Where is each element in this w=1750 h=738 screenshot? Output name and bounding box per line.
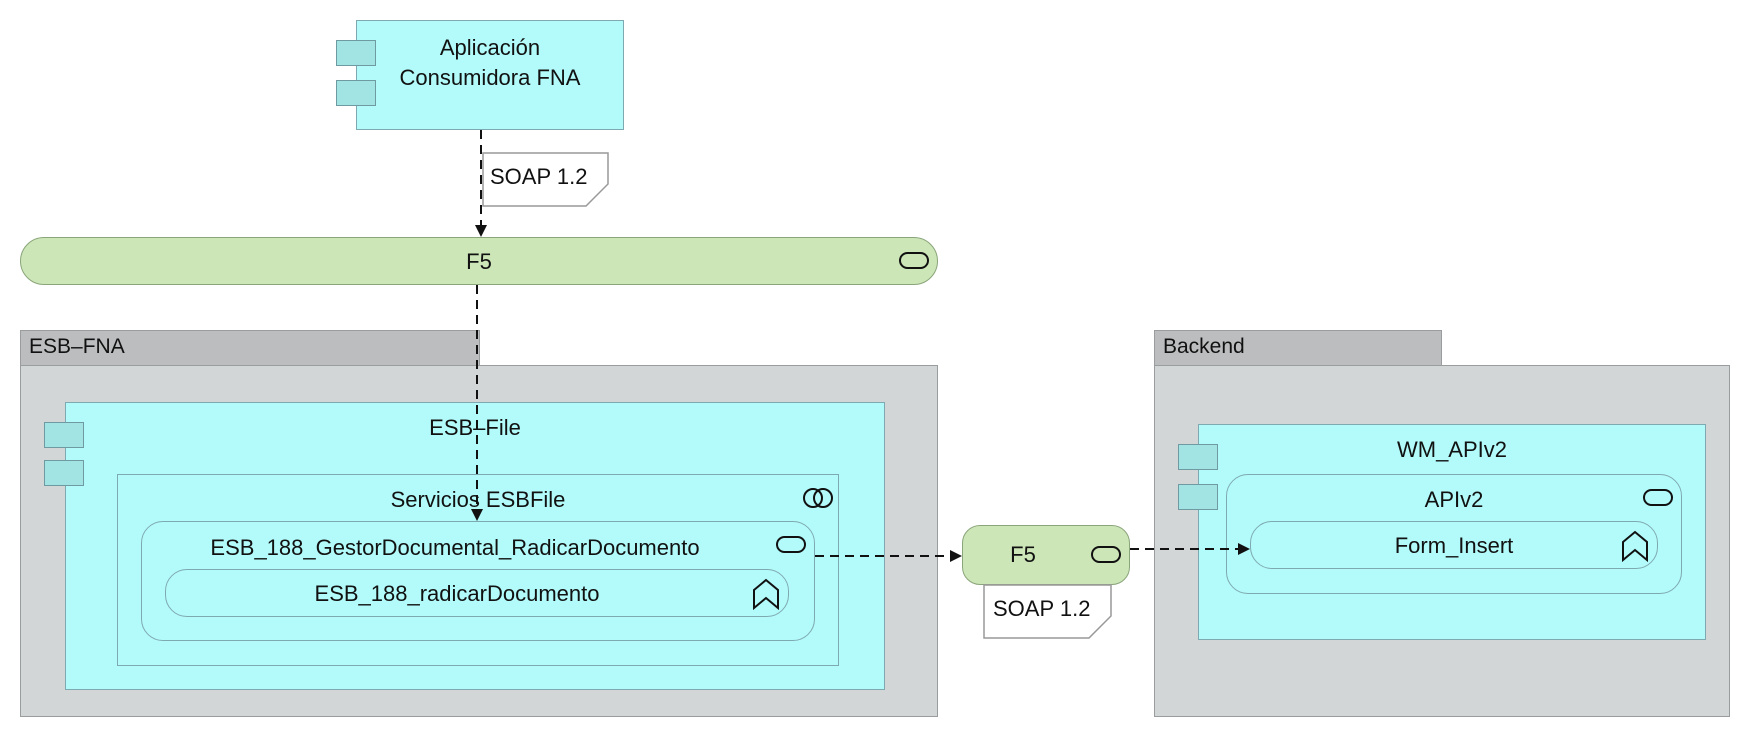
note-shape-bottom [983,584,1112,639]
esb-fna-group-label: ESB–FNA [29,335,125,358]
wm-apiv2-label: WM_APIv2 [1396,437,1508,462]
esb-188-interface-label: ESB_188_GestorDocumental_RadicarDocument… [210,535,700,560]
soap-note-bottom-label: SOAP 1.2 [993,596,1091,621]
interface-icon [1643,489,1673,506]
backend-group-label: Backend [1163,335,1245,358]
collaboration-icon-svg [803,488,833,508]
app-consumidora-component[interactable]: Aplicación Consumidora FNA [356,20,624,130]
app-consumidora-label: Aplicación Consumidora FNA [357,33,623,93]
f5-top-service[interactable]: F5 [20,237,938,285]
app-component-icon-tab-bottom [336,80,376,106]
note-shape-top [482,152,609,207]
f5-mid-service[interactable]: F5 [962,525,1130,585]
esb-file-label: ESB–File [429,415,521,440]
interface-icon [776,536,806,553]
app-title-line1: Aplicación [439,35,541,60]
form-insert-function[interactable]: Form_Insert [1250,521,1658,569]
wm-apiv2-icon-tab-bottom [1178,484,1218,510]
f5-top-label: F5 [466,249,492,274]
function-icon [752,578,780,615]
soap-note-top-label: SOAP 1.2 [490,164,588,189]
f5-mid-label: F5 [1010,542,1036,567]
service-icon [899,252,929,269]
function-icon-svg [753,578,779,611]
service-icon [1091,546,1121,563]
soap-note-bottom: SOAP 1.2 [983,584,1113,645]
apiv2-interface-label: APIv2 [1424,487,1484,512]
esb-fna-group-tab: ESB–FNA [20,330,480,366]
collaboration-icon [802,487,834,514]
esb-file-icon-tab-bottom [44,460,84,486]
esb-file-icon-tab-top [44,422,84,448]
app-title-line2: Consumidora FNA [399,65,581,90]
servicios-esbfile-label: Servicios ESBFile [390,487,566,512]
function-icon [1621,530,1649,567]
soap-note-top: SOAP 1.2 [482,152,610,213]
backend-group-tab: Backend [1154,330,1442,366]
form-insert-label: Form_Insert [1394,533,1514,558]
function-icon-svg [1622,530,1648,563]
app-component-icon-tab-top [336,40,376,66]
esb-188-function-label: ESB_188_radicarDocumento [314,581,600,606]
wm-apiv2-icon-tab-top [1178,444,1218,470]
esb-188-function[interactable]: ESB_188_radicarDocumento [165,569,789,617]
